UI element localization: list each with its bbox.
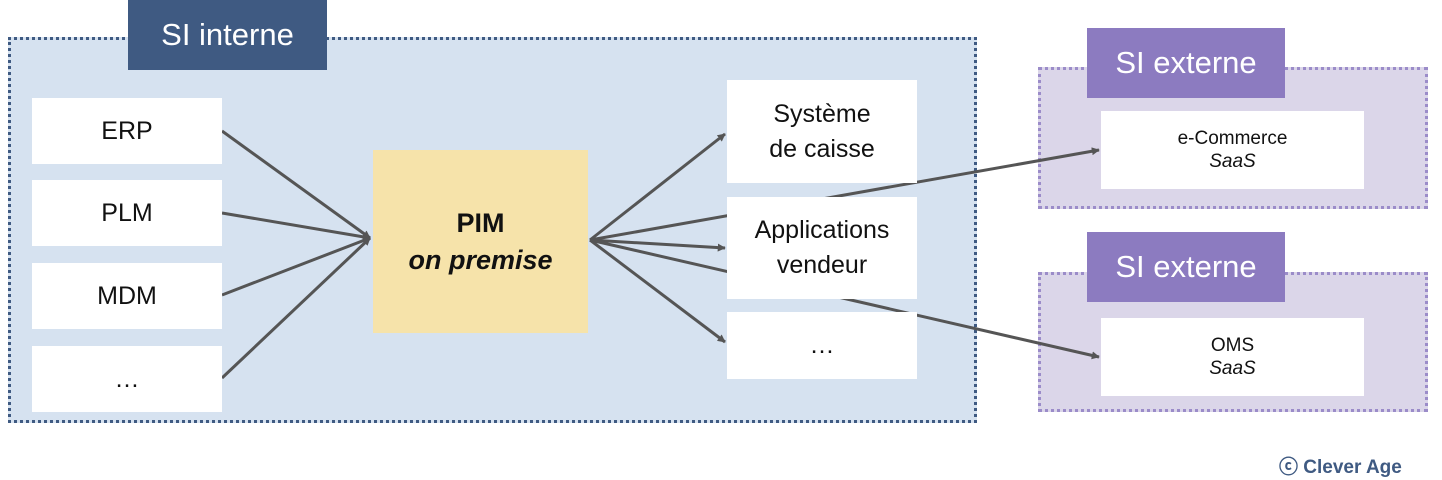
- ecommerce-type: SaaS: [1209, 151, 1256, 172]
- arrow-pim-to-caisse: [589, 132, 726, 242]
- pim-subtitle: on premise: [408, 244, 553, 275]
- pim-box: PIM on premise: [373, 150, 588, 333]
- arrow-mdm-to-pim: [221, 236, 371, 297]
- ecommerce-name: e-Commerce: [1177, 128, 1288, 149]
- si-externe-label: SI externe: [1087, 28, 1285, 98]
- source-label: MDM: [97, 281, 157, 310]
- si-interne-label: SI interne: [128, 0, 327, 70]
- source-mdm-box: MDM: [32, 263, 222, 329]
- oms-name: OMS: [1210, 335, 1255, 356]
- destination-vendeur-box: Applications vendeur: [727, 197, 917, 299]
- ecommerce-box: e-Commerce SaaS: [1101, 111, 1364, 189]
- destination-label-line1: Système: [773, 99, 871, 128]
- si-externe-label: SI externe: [1087, 232, 1285, 302]
- copyright-notice: ⓒ Clever Age: [1279, 457, 1402, 478]
- destination-label: …: [809, 331, 835, 359]
- oms-type: SaaS: [1209, 358, 1256, 379]
- pim-title: PIM: [456, 207, 505, 238]
- arrow-pim-to-vendeur: [589, 238, 726, 252]
- destination-label-line2: de caisse: [769, 134, 875, 163]
- arrow-erp-to-pim: [221, 129, 371, 240]
- arrow-pim-to-ecommerce: [589, 147, 1100, 242]
- arrow-more-to-pim: [220, 236, 372, 380]
- destination-label-line1: Applications: [754, 216, 890, 244]
- oms-box: OMS SaaS: [1101, 318, 1364, 396]
- source-plm-box: PLM: [32, 180, 222, 246]
- destination-caisse-box: Système de caisse: [727, 80, 917, 183]
- source-label: PLM: [101, 198, 153, 227]
- source-erp-box: ERP: [32, 98, 222, 164]
- destination-more-box: …: [727, 312, 917, 379]
- destination-label-line2: vendeur: [776, 251, 868, 279]
- arrow-pim-to-more: [589, 238, 726, 344]
- source-more-box: …: [32, 346, 222, 412]
- source-label: …: [114, 364, 140, 393]
- source-label: ERP: [101, 116, 153, 145]
- arrow-plm-to-pim: [221, 211, 371, 241]
